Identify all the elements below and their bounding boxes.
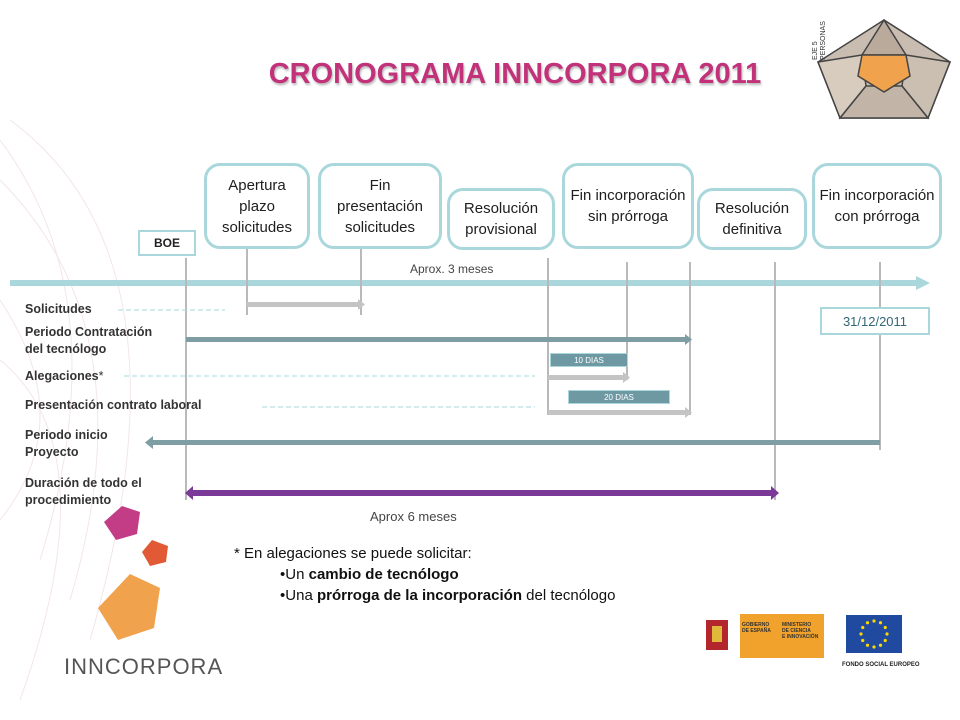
bar-solicitudes bbox=[247, 302, 359, 307]
note-item-1: Un cambio de tecnólogo bbox=[280, 564, 615, 585]
row-label-inicio-2: Proyecto bbox=[25, 445, 79, 459]
bar-solicitudes-head bbox=[358, 299, 365, 310]
row-label-duracion-1: Duración de todo el bbox=[25, 476, 142, 490]
eu-stars bbox=[859, 619, 889, 649]
fse-label: FONDO SOCIAL EUROPEO bbox=[842, 662, 920, 668]
eu-star bbox=[861, 625, 865, 630]
note-item-2-bold: prórroga de la incorporación bbox=[316, 587, 522, 604]
eu-star bbox=[878, 621, 883, 625]
bar-contratacion bbox=[186, 337, 686, 342]
bar-contratacion-head bbox=[685, 334, 692, 345]
row-label-duracion-2: procedimiento bbox=[25, 493, 112, 507]
gobierno-label: GOBIERNO DE ESPAÑA bbox=[742, 622, 771, 634]
note-item-2-pre: Una bbox=[285, 587, 317, 604]
eu-star bbox=[865, 621, 870, 625]
page-title: CRONOGRAMA INNCORPORA 2011 bbox=[268, 58, 762, 90]
bubble-fin-sin-prorroga: Fin incorporación sin prórroga bbox=[562, 163, 694, 249]
row-label-alegaciones-text: Alegaciones bbox=[25, 369, 99, 383]
alegaciones-asterisk: * bbox=[98, 369, 104, 383]
eu-star bbox=[872, 645, 876, 649]
bar-contrato bbox=[548, 410, 686, 415]
inncorpora-logo-shapes bbox=[98, 506, 168, 640]
bar-duracion bbox=[192, 490, 772, 496]
ministerio-line1: MINISTERIO bbox=[782, 622, 812, 628]
note-item-2: Una prórroga de la incorporación del tec… bbox=[280, 585, 615, 606]
milestone-lines bbox=[185, 248, 881, 500]
bubble-fin-con-prorroga: Fin incorporación con prórroga bbox=[812, 163, 942, 249]
bubble-resolucion-definitiva: Resolución definitiva bbox=[697, 188, 807, 250]
bar-inicio bbox=[152, 440, 880, 445]
bar-alegaciones bbox=[548, 375, 624, 380]
note-list: Un cambio de tecnólogo Una prórroga de l… bbox=[234, 564, 615, 606]
ministerio-label: MINISTERIO DE CIENCIA E INNOVACIÓN bbox=[782, 622, 818, 640]
eu-star bbox=[885, 632, 889, 636]
decorative-lines bbox=[0, 119, 131, 701]
note-item-1-bold: cambio de tecnólogo bbox=[308, 566, 459, 583]
bar-duracion-head-left bbox=[185, 486, 193, 500]
row-label-duracion: Duración de todo el procedimiento bbox=[25, 475, 142, 509]
row-label-solicitudes: Solicitudes bbox=[25, 302, 92, 316]
gobierno-line1: GOBIERNO bbox=[742, 622, 770, 628]
row-label-contratacion: Periodo Contratación del tecnólogo bbox=[25, 324, 152, 358]
timeline-arrowhead bbox=[916, 276, 930, 290]
gobierno-line2: DE ESPAÑA bbox=[742, 628, 771, 634]
ministerio-line2: DE CIENCIA bbox=[782, 628, 811, 634]
eu-star bbox=[883, 625, 887, 630]
bar-contrato-head bbox=[685, 407, 692, 418]
eje-badge: EJE 5 PERSONAS bbox=[812, 21, 828, 60]
aprox-3-meses-label: Aprox. 3 meses bbox=[410, 262, 494, 276]
bar-inicio-head bbox=[145, 436, 153, 449]
eu-star bbox=[883, 638, 887, 643]
note-intro: * En alegaciones se puede solicitar: bbox=[234, 545, 472, 562]
row-label-contratacion-1: Periodo Contratación bbox=[25, 325, 153, 339]
note-item-1-pre: Un bbox=[285, 566, 309, 583]
bubble-fin-presentacion: Fin presentación solicitudes bbox=[318, 163, 442, 249]
alegaciones-note: * En alegaciones se puede solicitar: Un … bbox=[234, 543, 615, 606]
bar-duracion-head-right bbox=[771, 486, 779, 500]
inncorpora-logo-text: INNCORPORA bbox=[64, 654, 224, 679]
row-label-alegaciones: Alegaciones* bbox=[25, 368, 104, 385]
bubble-resolucion-provisional: Resolución provisional bbox=[447, 188, 555, 250]
eu-star bbox=[861, 638, 865, 643]
leader-lines bbox=[118, 309, 535, 408]
pentagon-emblem bbox=[816, 18, 952, 120]
bar-alegaciones-head bbox=[623, 372, 630, 383]
row-label-contrato: Presentación contrato laboral bbox=[25, 398, 202, 412]
eu-star bbox=[865, 643, 870, 647]
tag-10-dias: 10 DIAS bbox=[550, 353, 628, 367]
date-box: 31/12/2011 bbox=[820, 307, 930, 335]
ministerio-line3: E INNOVACIÓN bbox=[782, 634, 819, 640]
eu-star bbox=[859, 632, 863, 636]
bubble-apertura: Apertura plazo solicitudes bbox=[204, 163, 310, 249]
boe-box: BOE bbox=[138, 230, 196, 256]
aprox-6-meses-label: Aprox 6 meses bbox=[370, 509, 457, 524]
eje-line1: EJE 5 bbox=[812, 41, 819, 60]
eje-line2: PERSONAS bbox=[820, 21, 827, 60]
row-label-contratacion-2: del tecnólogo bbox=[25, 342, 107, 356]
row-label-inicio-1: Periodo inicio bbox=[25, 428, 108, 442]
note-item-2-post: del tecnólogo bbox=[522, 587, 616, 604]
row-label-inicio: Periodo inicio Proyecto bbox=[25, 427, 108, 461]
tag-20-dias: 20 DIAS bbox=[568, 390, 670, 404]
eu-star bbox=[878, 643, 883, 647]
eu-star bbox=[872, 619, 876, 623]
